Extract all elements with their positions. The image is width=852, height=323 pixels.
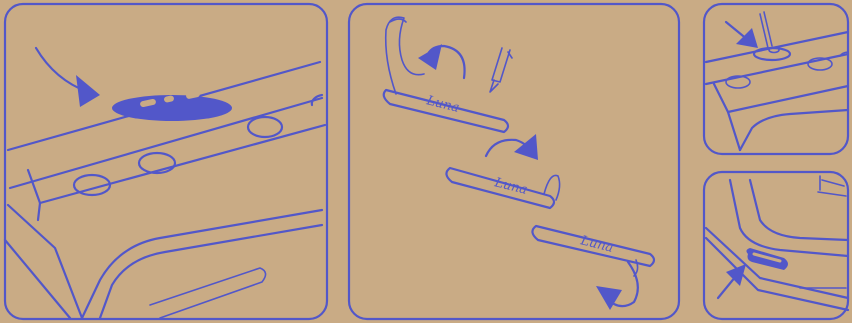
panel-frame [349, 4, 679, 319]
name-label-1: Luna [384, 17, 508, 132]
name-label-2: Luna [446, 168, 559, 208]
label-1-text: Luna [424, 93, 461, 116]
peeling-backing [386, 17, 424, 94]
device-side-closeup [706, 176, 848, 310]
panel-frame [5, 4, 327, 319]
step-4-panel [700, 168, 852, 323]
name-label-3: Luna [532, 226, 654, 276]
arrow-curl-down-left-icon [596, 262, 638, 310]
step-3-panel [700, 0, 852, 158]
label-slot-highlight [112, 91, 232, 121]
arrow-rotate-right-icon [486, 134, 538, 160]
step-1-panel [0, 0, 330, 323]
side-slot-highlight [746, 248, 788, 270]
arrow-down-right-icon [726, 22, 758, 48]
arrow-curved-down-right-icon [36, 48, 100, 107]
pen-icon [490, 48, 512, 92]
stylus-icon [760, 12, 772, 48]
arrow-up-right-icon [718, 264, 746, 298]
device-top-closeup [706, 32, 848, 150]
arrow-rotate-left-icon [418, 44, 465, 78]
step-2-panel: Luna Luna Luna [344, 0, 684, 323]
